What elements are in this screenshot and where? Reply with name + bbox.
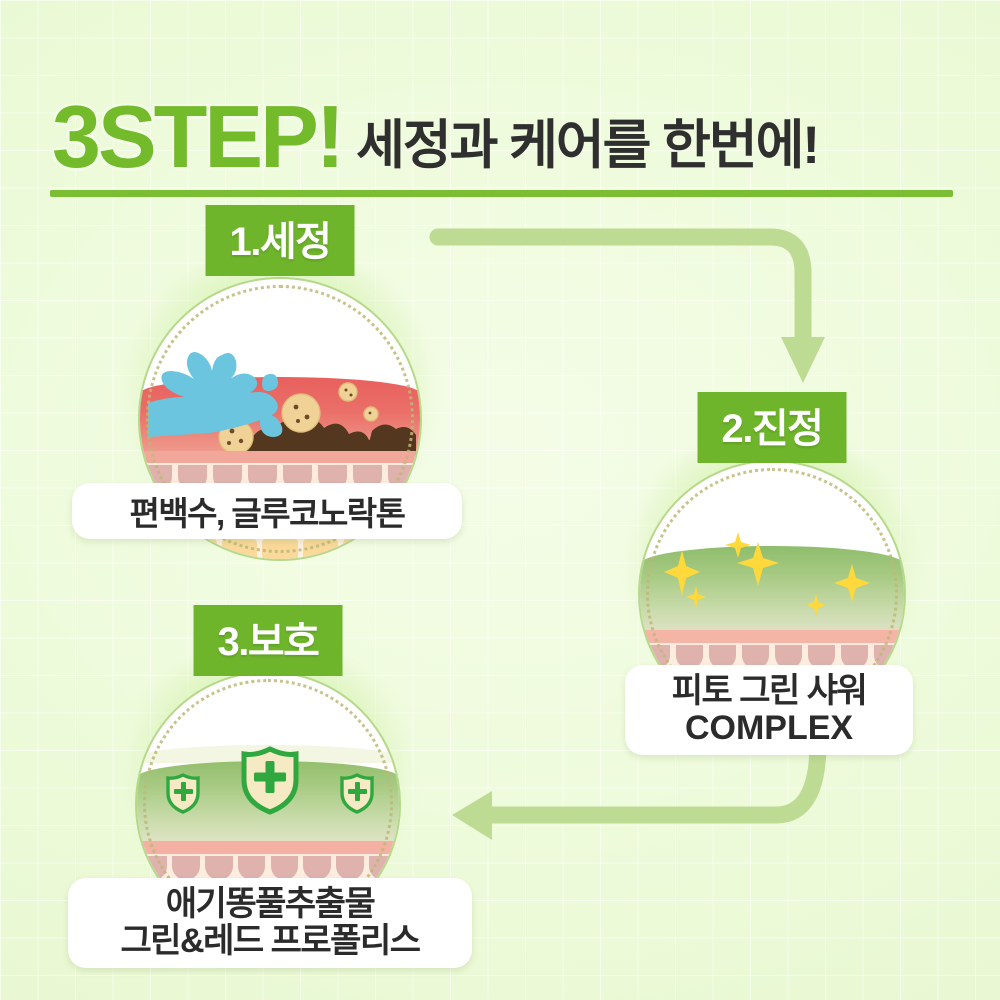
step-2-sparkle-icon [664, 532, 870, 616]
step-2[interactable]: 2.진정 [616, 392, 928, 728]
step-1-badge: 1.세정 [205, 205, 355, 276]
step-1-water-splash-icon [148, 351, 283, 437]
step-1-dermis-band [140, 451, 420, 463]
step-3-caption: 애기똥풀추출물 그린&레드 프로폴리스 [68, 878, 472, 968]
arrow-step2-to-step3 [452, 734, 827, 840]
step-2-caption-line2: COMPLEX [684, 709, 854, 747]
step-3-caption-line1: 애기똥풀추출물 [165, 885, 376, 924]
step-3[interactable]: 3.보호 [113, 605, 423, 937]
title-main-text: 3STEP! [52, 87, 345, 187]
step-2-badge: 2.진정 [697, 392, 847, 463]
step-2-caption-line1: 피토 그린 샤워 [671, 672, 868, 711]
title-subtitle-text: 세정과 케어를 한번에! [356, 116, 820, 175]
step-1-base-blocks [140, 537, 420, 559]
step-3-caption-line2: 그린&레드 프로폴리스 [120, 922, 421, 960]
step-1-caption: 편백수, 글루코노락톤 [72, 483, 462, 539]
step-1-caption-line1: 편백수, 글루코노락톤 [129, 495, 406, 532]
arrow-step1-to-step2 [429, 228, 825, 383]
step-1[interactable]: 1.세정 [114, 205, 446, 561]
step-3-dermis-band [137, 841, 399, 854]
step-3-shield-plus-icon [166, 746, 374, 815]
step-3-badge: 3.보호 [193, 605, 343, 676]
step-3-cell-row-1 [137, 856, 399, 880]
page-title: 3STEP! 세정과 케어를 한번에! [52, 78, 952, 187]
title-divider [50, 190, 953, 197]
step-2-caption: 피토 그린 샤워 COMPLEX [625, 665, 913, 755]
step-2-dermis-band [640, 630, 904, 643]
